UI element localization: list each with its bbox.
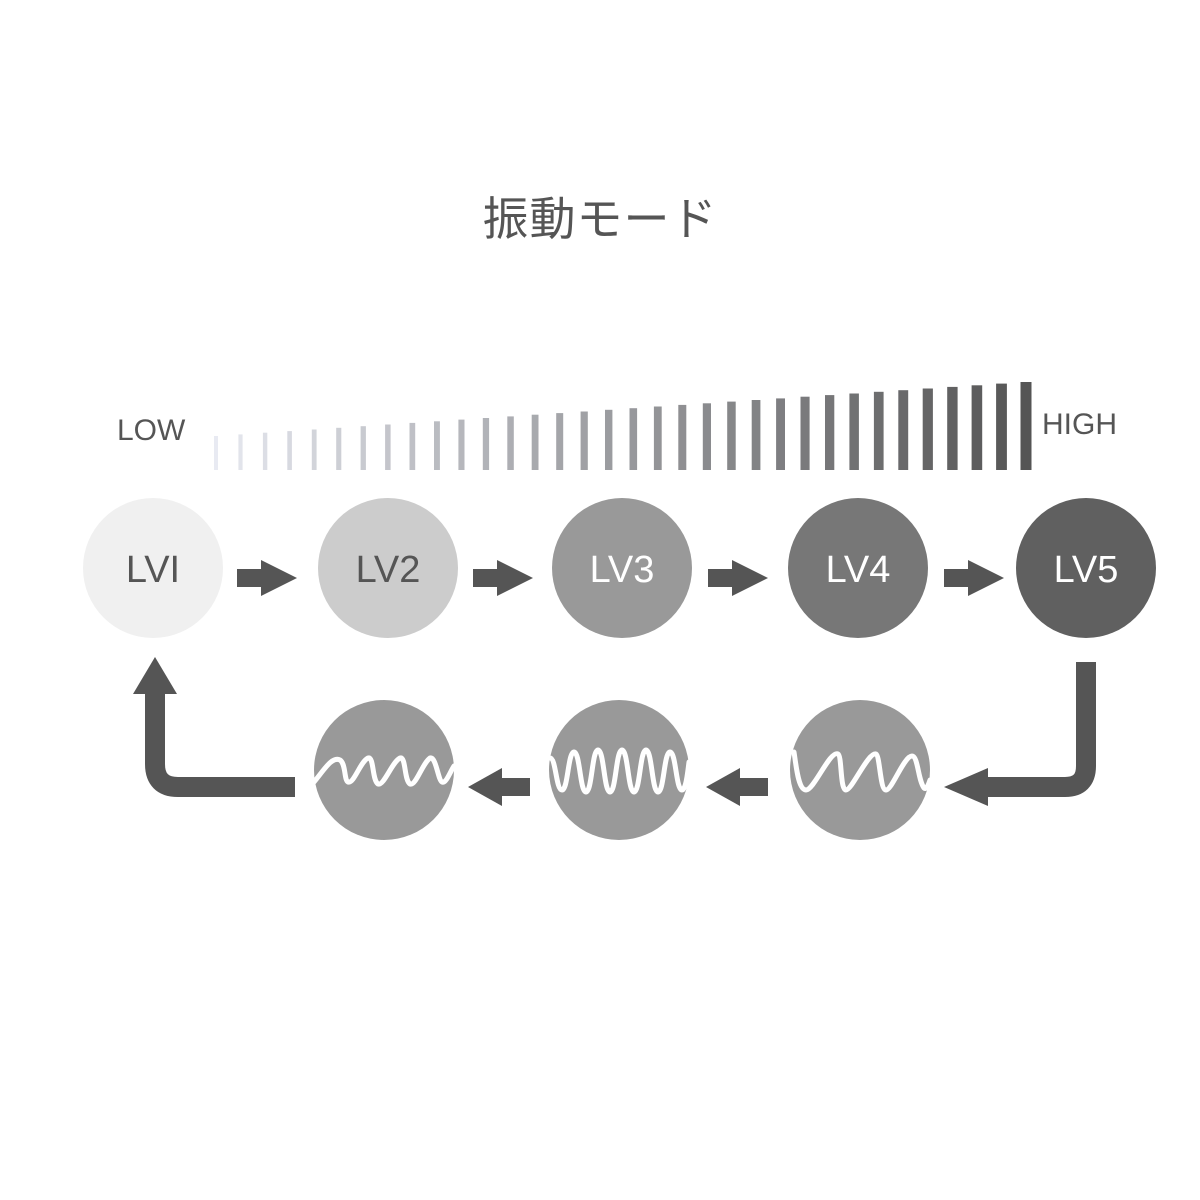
intensity-bar (800, 396, 810, 470)
level-4-label: LV4 (826, 549, 891, 591)
intensity-bar (482, 418, 490, 470)
page-title: 振動モード (482, 192, 718, 246)
level-3-label: LV3 (590, 549, 655, 591)
arrow-right-icon (237, 560, 297, 596)
arrow-right-icon (473, 560, 533, 596)
intensity-bar (873, 391, 884, 470)
level-1-label: LVI (126, 549, 180, 591)
level-1[interactable]: LVI (83, 498, 223, 638)
intensity-bar (971, 385, 983, 470)
intensity-bar (678, 404, 687, 470)
intensity-bar (1020, 382, 1032, 470)
sine-wave-icon (547, 747, 692, 795)
return-arrow-left (133, 657, 295, 797)
intensity-bar (434, 421, 440, 470)
arrow-right-icon (944, 560, 1004, 596)
intensity-bars (214, 382, 1032, 470)
intensity-bar (996, 383, 1007, 470)
level-4[interactable]: LV4 (788, 498, 928, 638)
pattern-circles (311, 700, 933, 840)
level-5[interactable]: LV5 (1016, 498, 1156, 638)
intensity-bar (849, 393, 859, 470)
intensity-bar (898, 390, 909, 470)
intensity-bar (776, 398, 785, 470)
level-5-label: LV5 (1054, 549, 1119, 591)
intensity-bar (702, 403, 711, 470)
intensity-bar (531, 414, 539, 470)
intensity-bar (336, 427, 342, 470)
intensity-bar (311, 429, 317, 470)
intensity-bar (262, 432, 268, 470)
low-label: LOW (117, 414, 186, 447)
intensity-bar (385, 424, 391, 470)
intensity-bar (238, 434, 243, 470)
high-label: HIGH (1042, 408, 1117, 441)
intensity-bar (629, 408, 638, 470)
intensity-bar (751, 400, 761, 470)
level-circles: LVI LV2 LV3 LV4 LV5 (83, 498, 1156, 638)
level-2-label: LV2 (356, 549, 421, 591)
intensity-bar (507, 416, 514, 470)
pattern-sine[interactable] (547, 700, 692, 840)
intensity-bar (458, 419, 465, 470)
intensity-bar (653, 406, 662, 470)
intensity-bar (825, 395, 835, 470)
forward-arrows (237, 560, 1004, 596)
arrow-left-icon (468, 768, 530, 806)
intensity-bar (947, 386, 958, 470)
sawtooth-wave-icon (311, 755, 457, 787)
arrow-left-icon (706, 768, 768, 806)
intensity-bar (605, 409, 613, 470)
intensity-bar (922, 388, 933, 470)
level-3[interactable]: LV3 (552, 498, 692, 638)
ramp-wave-icon (791, 749, 933, 793)
level-2[interactable]: LV2 (318, 498, 458, 638)
intensity-bar (580, 411, 588, 470)
return-arrow-right (944, 662, 1096, 806)
intensity-bar (287, 431, 292, 470)
intensity-bar (360, 426, 366, 470)
intensity-bar (727, 401, 736, 470)
arrow-right-icon (708, 560, 768, 596)
pattern-sawtooth[interactable] (311, 700, 457, 840)
intensity-bar (214, 436, 218, 470)
pattern-ramp[interactable] (790, 700, 933, 840)
intensity-bar (409, 422, 416, 470)
intensity-bar (556, 413, 564, 470)
